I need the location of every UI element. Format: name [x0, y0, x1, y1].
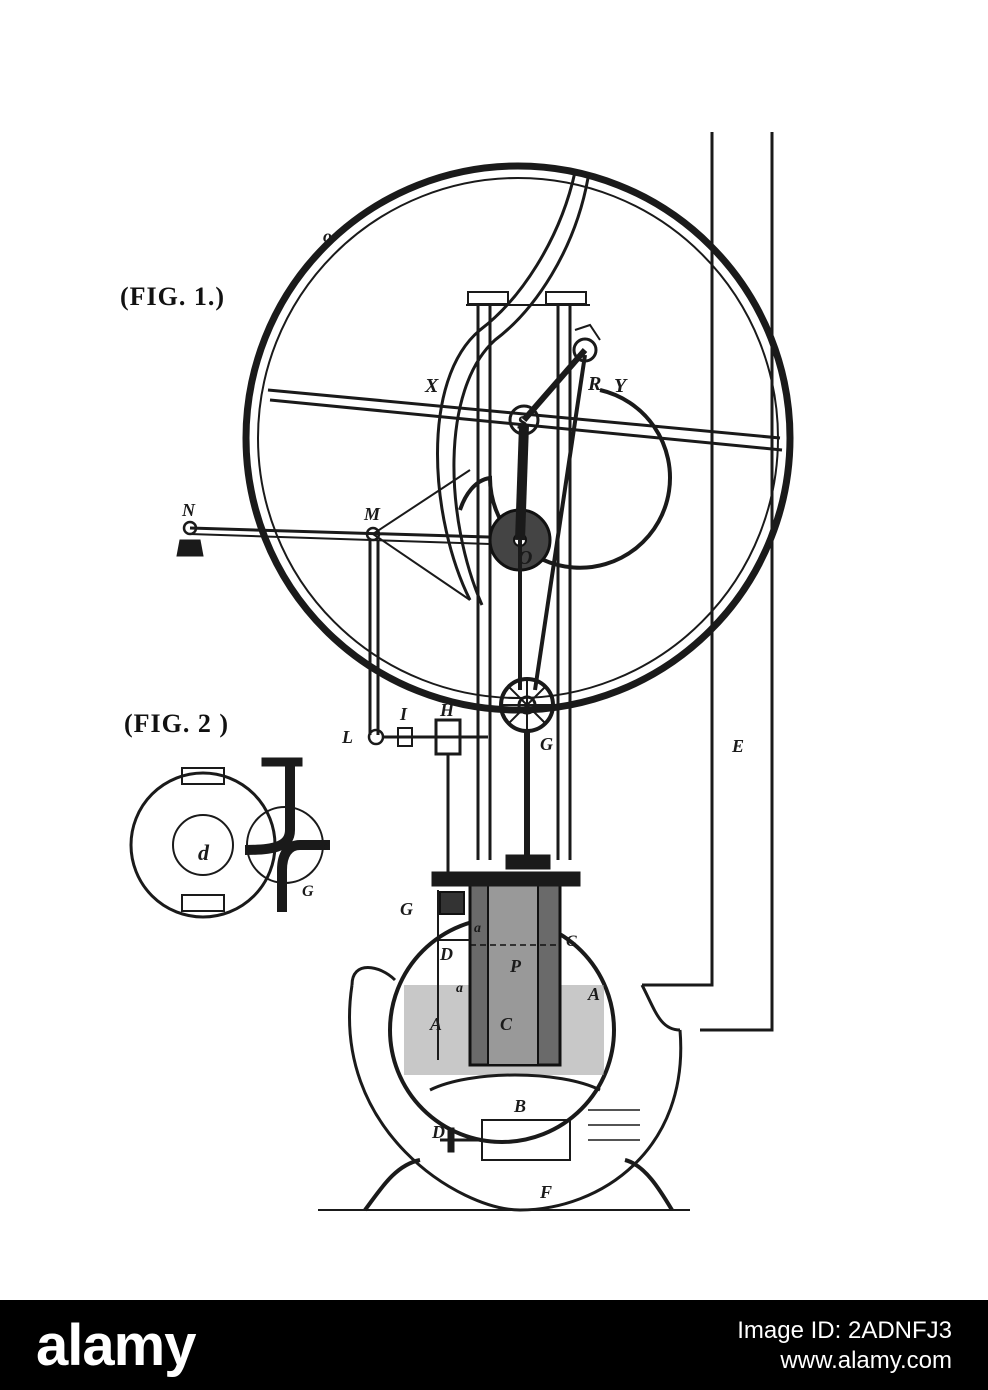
fig2-label: (FIG. 2 ) [124, 709, 229, 738]
label-x: X [424, 375, 439, 397]
stock-photo-footer: alamy Image ID: 2ADNFJ3 www.alamy.com [0, 1300, 988, 1390]
flywheel [242, 162, 794, 714]
steam-pipe [642, 132, 774, 1032]
fig2-label-g: G [302, 883, 314, 900]
label-s: S [517, 412, 528, 434]
cam-disk [458, 323, 672, 570]
label-y: Y [614, 375, 628, 397]
image-id: Image ID: 2ADNFJ3 [737, 1317, 952, 1344]
footer-info: Image ID: 2ADNFJ3 www.alamy.com [737, 1316, 952, 1376]
connecting-rods [515, 354, 587, 691]
engine-frame [466, 291, 590, 860]
lever-arm [176, 469, 521, 735]
label-d-upper: D [439, 944, 453, 964]
label-h: H [439, 700, 455, 720]
label-a-lower: a [456, 981, 463, 996]
label-m: M [363, 504, 381, 524]
fig1-label: (FIG. 1.) [120, 282, 225, 311]
label-r: R [587, 373, 601, 395]
alamy-logo: alamy [36, 1313, 196, 1378]
label-c-center: C [500, 1014, 513, 1034]
label-p: P [509, 956, 522, 976]
label-a-right: A [587, 984, 600, 1004]
fig2-label-d: d [198, 840, 210, 865]
label-b: B [513, 1096, 526, 1116]
label-i: I [399, 704, 408, 724]
label-d-firebox: D [431, 1122, 445, 1142]
label-c-side: C [566, 933, 577, 950]
label-n: N [181, 500, 196, 520]
label-o-flywheel: o [323, 226, 332, 246]
steam-engine-engraving: (FIG. 1.) (FIG. 2 ) o X R Y S N M O L I … [120, 132, 794, 1212]
valve-gear [367, 718, 488, 880]
label-a-upper: a [474, 921, 481, 936]
label-a-left: A [429, 1014, 442, 1034]
footer-url: www.alamy.com [780, 1347, 952, 1374]
boiler [318, 871, 690, 1212]
label-o-pivot: O [518, 547, 532, 569]
label-f: F [539, 1182, 552, 1202]
label-l: L [341, 727, 353, 747]
fig2-valve-detail [129, 757, 330, 919]
label-g-valve: G [400, 899, 413, 919]
small-wheel [499, 677, 555, 870]
label-e: E [731, 736, 744, 756]
fig2-label-a: a [322, 839, 329, 854]
label-g-rod: G [540, 734, 553, 754]
